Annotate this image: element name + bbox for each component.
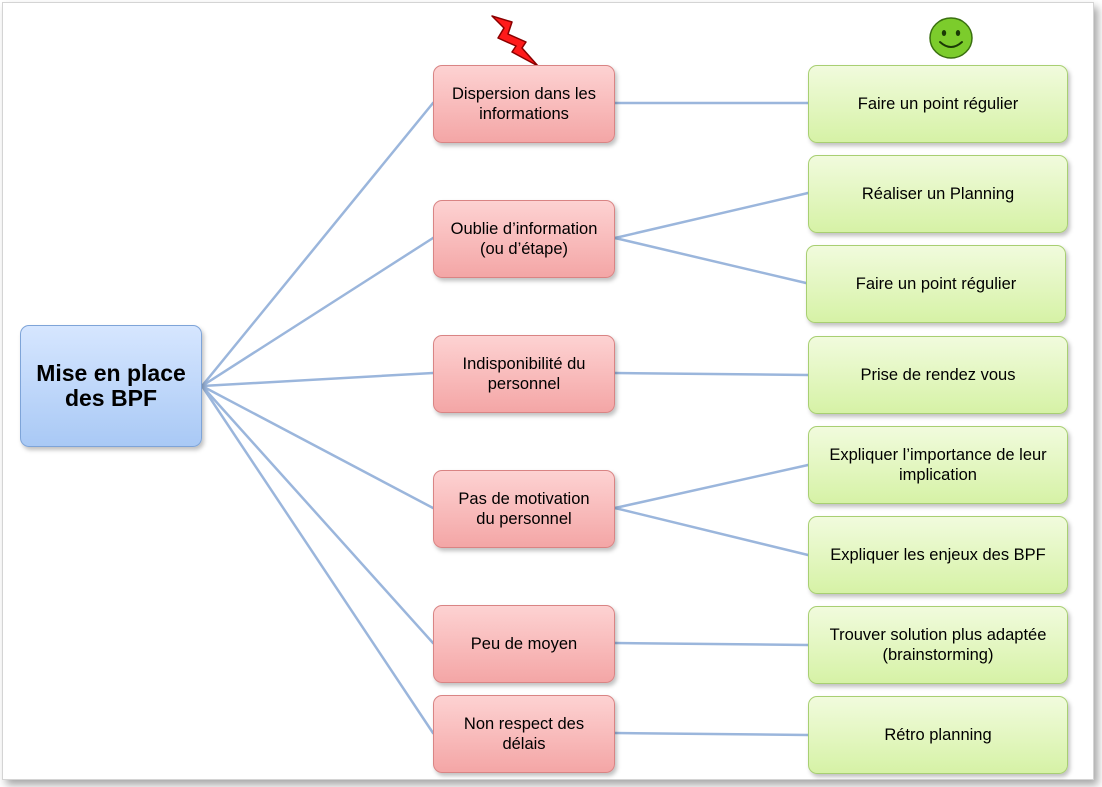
solution-node-enjeux[interactable]: Expliquer les enjeux des BPF (808, 516, 1068, 594)
connector-problem-2-solution-3 (613, 236, 808, 285)
connector-problem-6-solution-8 (613, 731, 810, 737)
solution-node-line1: Trouver solution plus adaptée (829, 626, 1047, 644)
solution-node-point-regulier-2[interactable]: Faire un point régulier (806, 245, 1066, 323)
solution-node-line2: implication (899, 466, 977, 484)
problem-node-line1: Pas de motivation (458, 490, 590, 508)
connector-problem-4-solution-6 (613, 506, 810, 557)
problem-node-motivation[interactable]: Pas de motivation du personnel (433, 470, 615, 548)
solution-node-point-regulier-1[interactable]: Faire un point régulier (808, 65, 1068, 143)
problem-node-line1: Dispersion dans les (452, 85, 596, 103)
connector-root-problem-1 (200, 101, 435, 388)
root-node-line1: Mise en place (36, 360, 186, 386)
problem-node-oublie[interactable]: Oublie d’information (ou d’étape) (433, 200, 615, 278)
solution-node-rendez-vous[interactable]: Prise de rendez vous (808, 336, 1068, 414)
solution-node-line1: Expliquer les enjeux des BPF (830, 546, 1046, 564)
solution-node-line1: Prise de rendez vous (860, 366, 1016, 384)
problem-node-dispersion[interactable]: Dispersion dans les informations (433, 65, 615, 143)
root-node-line2: des BPF (64, 385, 157, 411)
solution-node-planning[interactable]: Réaliser un Planning (808, 155, 1068, 233)
connector-root-problem-4 (200, 384, 435, 510)
problem-node-line1: Indisponibilité du (462, 355, 586, 373)
solution-node-line1: Faire un point régulier (855, 275, 1017, 293)
connector-problem-3-solution-4 (613, 371, 810, 377)
problem-node-line2: du personnel (476, 510, 572, 528)
solution-node-line1: Faire un point régulier (857, 95, 1019, 113)
connector-problem-5-solution-7 (613, 641, 810, 647)
connector-root-problem-6 (200, 384, 435, 735)
problem-node-line2: (ou d’étape) (479, 240, 569, 258)
solution-node-importance[interactable]: Expliquer l’importance de leur implicati… (808, 426, 1068, 504)
solution-node-retro-planning[interactable]: Rétro planning (808, 696, 1068, 774)
problem-node-line1: Oublie d’information (450, 220, 598, 238)
solution-node-brainstorming[interactable]: Trouver solution plus adaptée (brainstor… (808, 606, 1068, 684)
problem-node-indisponibilite[interactable]: Indisponibilité du personnel (433, 335, 615, 413)
solution-node-line2: (brainstorming) (882, 646, 994, 664)
connector-problem-2-solution-2 (613, 191, 810, 240)
root-node[interactable]: Mise en place des BPF (20, 325, 202, 447)
smiley-icon (929, 17, 973, 59)
problem-node-line2: personnel (487, 375, 561, 393)
problem-node-moyen[interactable]: Peu de moyen (433, 605, 615, 683)
connector-root-problem-3 (200, 371, 435, 388)
solution-node-line1: Rétro planning (884, 726, 992, 744)
problem-node-line1: Peu de moyen (470, 635, 578, 653)
solution-node-line1: Réaliser un Planning (861, 185, 1015, 203)
connector-problem-4-solution-5 (613, 463, 810, 510)
solution-node-line1: Expliquer l’importance de leur (829, 446, 1047, 464)
connector-root-problem-2 (200, 236, 435, 388)
lightning-icon (491, 15, 539, 67)
problem-node-line2: informations (479, 105, 569, 123)
problem-node-line1: Non respect des (463, 715, 585, 733)
problem-node-delais[interactable]: Non respect des délais (433, 695, 615, 773)
connector-root-problem-5 (200, 384, 435, 645)
problem-node-line2: délais (502, 735, 546, 753)
